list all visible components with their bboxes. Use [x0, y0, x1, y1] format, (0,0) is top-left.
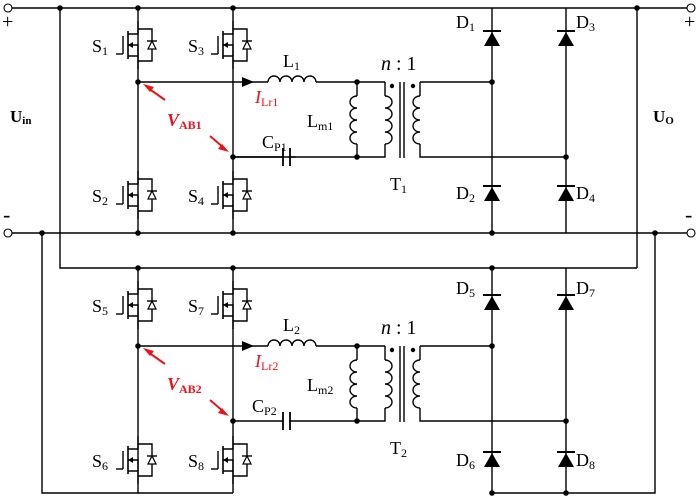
label-ilr1: ILr1: [254, 87, 278, 109]
voltage-arrow-a1: [143, 84, 154, 92]
voltage-arrow-b2: [218, 408, 229, 416]
output-terminals: + - UO: [653, 3, 696, 238]
label-s2: S2: [92, 186, 108, 208]
current-arrow-1: [242, 77, 254, 87]
label-s4: S4: [188, 186, 204, 208]
label-d2: D2: [456, 183, 475, 205]
label-cp1: CP1: [262, 132, 287, 154]
transformer-t2-secondary: [412, 359, 421, 409]
label-cp2: CP2: [252, 396, 277, 418]
label-ratio-2: n : 1: [381, 317, 417, 339]
label-d8: D8: [576, 450, 595, 472]
diode-d6: [482, 451, 502, 468]
switch-s8: [210, 435, 253, 485]
switch-s7: [210, 280, 253, 330]
diode-d7: [556, 294, 576, 311]
label-ratio-1: n : 1: [381, 53, 417, 75]
diode-d4: [556, 185, 576, 202]
diode-d1: [482, 30, 502, 47]
module-2: S5 S7 S6 S8 L2: [92, 268, 595, 493]
label-lm1: Lm1: [307, 111, 333, 133]
input-terminals: + - Uin: [2, 3, 31, 238]
diode-d8: [556, 451, 576, 468]
diode-d3: [556, 30, 576, 47]
switch-s4: [210, 170, 253, 220]
switch-s1: [115, 20, 158, 70]
transformer-t2-primary: [384, 359, 393, 409]
label-s3: S3: [188, 36, 204, 58]
diode-d5: [482, 294, 502, 311]
label-d6: D6: [456, 450, 475, 472]
output-voltage-label: UO: [653, 107, 674, 127]
label-t1: T1: [390, 174, 407, 196]
label-l2: L2: [283, 315, 300, 337]
switch-s6: [115, 435, 158, 485]
label-d3: D3: [576, 12, 595, 34]
label-s5: S5: [92, 296, 108, 318]
output-minus: -: [685, 202, 692, 227]
label-d1: D1: [456, 12, 475, 34]
label-s1: S1: [92, 36, 108, 58]
diode-d2: [482, 185, 502, 202]
label-s6: S6: [92, 451, 108, 473]
output-plus: +: [684, 11, 695, 33]
label-s8: S8: [188, 451, 204, 473]
switch-s5: [115, 280, 158, 330]
transformer-t1-primary: [384, 95, 393, 145]
bus-wires: [12, 7, 687, 494]
label-l1: L1: [283, 51, 300, 73]
input-plus: +: [2, 11, 13, 33]
inductor-l2: [267, 339, 317, 347]
label-d5: D5: [456, 278, 475, 300]
transformer-t1-secondary: [412, 95, 421, 145]
switch-s2: [115, 170, 158, 220]
label-s7: S7: [188, 296, 204, 318]
module-1: S1 S3 S2 S4: [92, 8, 595, 233]
label-d4: D4: [576, 183, 595, 205]
label-lm2: Lm2: [307, 375, 333, 397]
input-minus: -: [3, 202, 10, 227]
label-d7: D7: [576, 278, 595, 300]
label-t2: T2: [390, 438, 407, 460]
input-voltage-label: Uin: [10, 107, 31, 127]
magnetizing-inductor-lm1: [349, 95, 358, 145]
label-vab1: VAB1: [167, 110, 202, 132]
inductor-l1: [267, 75, 317, 83]
switch-s3: [210, 20, 253, 70]
magnetizing-inductor-lm2: [349, 359, 358, 409]
current-arrow-2: [242, 341, 254, 351]
voltage-arrow-a2: [143, 348, 154, 356]
voltage-arrow-b1: [218, 144, 229, 152]
label-ilr2: ILr2: [254, 351, 278, 373]
label-vab2: VAB2: [167, 374, 202, 396]
